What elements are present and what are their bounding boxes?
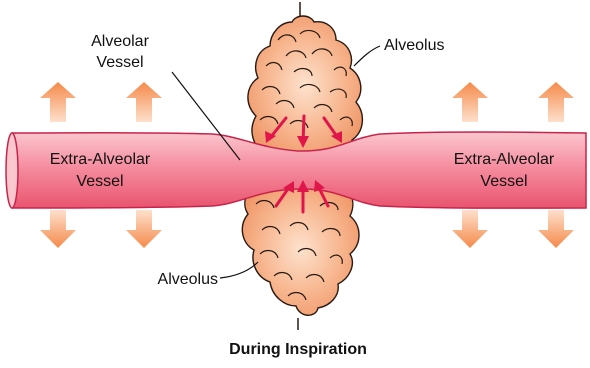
alveolus-lower bbox=[242, 182, 359, 330]
alveolus-top-label: Alveolus bbox=[384, 37, 444, 54]
arrow-up-icon bbox=[40, 82, 76, 122]
extra-alveolar-right-label-line2: Vessel bbox=[480, 173, 527, 190]
arrow-up-icon bbox=[452, 82, 488, 122]
arrow-up-icon bbox=[126, 82, 162, 122]
extra-alveolar-right-label-line1: Extra-Alveolar bbox=[454, 151, 555, 168]
arrow-down-icon bbox=[538, 210, 574, 248]
diagram-caption: During Inspiration bbox=[229, 341, 367, 358]
alveolar-vessel-label-line1: Alveolar bbox=[91, 33, 149, 50]
extra-alveolar-left-label-line1: Extra-Alveolar bbox=[50, 151, 151, 168]
arrow-down-icon bbox=[40, 210, 76, 248]
alveolar-vessel-label-line2: Vessel bbox=[96, 54, 143, 71]
arrow-down-icon bbox=[452, 210, 488, 248]
leader-alveolus-top bbox=[354, 46, 380, 66]
leader-alveolus-bottom bbox=[220, 262, 258, 278]
alveolus-bottom-label: Alveolus bbox=[158, 271, 218, 288]
extra-alveolar-left-label-line2: Vessel bbox=[76, 173, 123, 190]
arrow-up-icon bbox=[538, 82, 574, 122]
arrow-down-icon bbox=[126, 210, 162, 248]
